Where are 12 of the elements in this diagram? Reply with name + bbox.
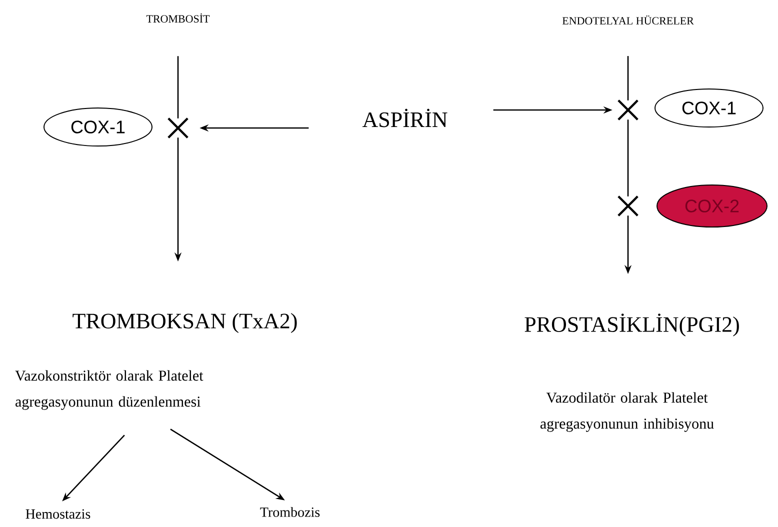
inhibition-cross <box>617 195 639 217</box>
cell-heading: ENDOTELYAL HÜCRELER <box>562 16 694 24</box>
inhibition-cross <box>617 99 639 121</box>
inhibition-cross <box>167 117 189 139</box>
effect-text: Vazodilatör olarak Platelet agregasyonunun inhibisyonu <box>540 392 714 432</box>
cell-heading: TROMBOSİT <box>146 13 210 23</box>
outcome-label: Trombozis <box>260 507 320 517</box>
drug-label: ASPİRİN <box>362 108 448 128</box>
product-heading: PROSTASİKLİN(PGI2) <box>524 314 739 336</box>
effect-text: Vazokonstriktör olarak Platelet agregasyonunun düzenlenmesi <box>15 370 204 410</box>
product-heading: TROMBOKSAN (TxA2) <box>72 313 297 333</box>
outcome-label: Hemostazis <box>26 509 90 519</box>
